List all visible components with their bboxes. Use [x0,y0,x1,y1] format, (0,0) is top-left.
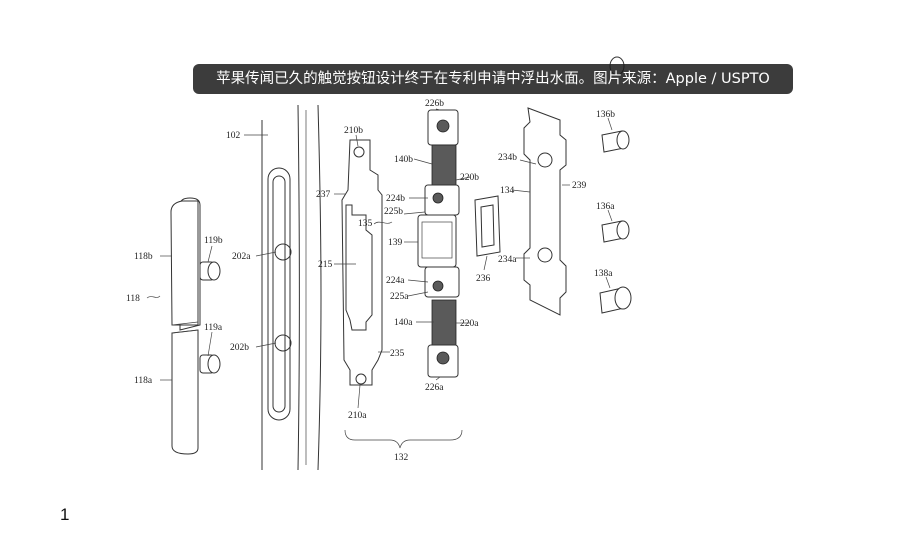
label-136a: 136a [596,202,615,212]
label-226a: 226a [425,383,444,393]
label-118b: 118b [134,252,153,262]
housing-102 [261,104,322,471]
label-236: 236 [476,274,491,284]
label-118a: 118a [134,376,153,386]
actuator-assembly-132 [417,109,460,378]
label-118: 118 [126,294,140,304]
label-132: 132 [394,453,409,463]
plate-134 [523,107,567,316]
label-234b: 234b [498,153,517,163]
label-235: 235 [390,349,405,359]
pin-136a [601,220,630,243]
label-239: 239 [572,181,587,191]
reference-labels: 102 118b 118 118a 119b 119a 202a 202b 21… [126,99,615,463]
page-number: 1 [60,505,70,524]
label-119b: 119b [204,236,223,246]
label-139: 139 [388,238,403,248]
image-caption: 苹果传闻已久的触觉按钮设计终于在专利申请中浮出水面。图片来源：Apple / U… [193,64,793,94]
label-237: 237 [316,190,331,200]
brace-132 [344,429,463,449]
button-118 [170,197,221,455]
gasket-236 [474,195,501,257]
pin-136b [601,130,630,153]
label-220b: 220b [460,173,479,183]
label-119a: 119a [204,323,223,333]
label-138a: 138a [594,269,613,279]
label-102: 102 [226,131,241,141]
frame-237 [341,139,383,386]
label-136b: 136b [596,110,615,120]
label-224a: 224a [386,276,405,286]
label-134: 134 [500,186,515,196]
label-220a: 220a [460,319,479,329]
label-215: 215 [318,260,333,270]
label-140b: 140b [394,155,413,165]
pin-138a [599,286,632,314]
label-140a: 140a [394,318,413,328]
label-234a: 234a [498,255,517,265]
post-119b [199,261,221,281]
label-202a: 202a [232,252,251,262]
post-119a [199,354,221,374]
label-225b: 225b [384,207,403,217]
label-226b: 226b [425,99,444,109]
label-224b: 224b [386,194,405,204]
leader-lines [146,108,613,409]
label-202b: 202b [230,343,249,353]
label-135: 135 [358,219,373,229]
label-210a: 210a [348,411,367,421]
label-210b: 210b [344,126,363,136]
label-225a: 225a [390,292,409,302]
